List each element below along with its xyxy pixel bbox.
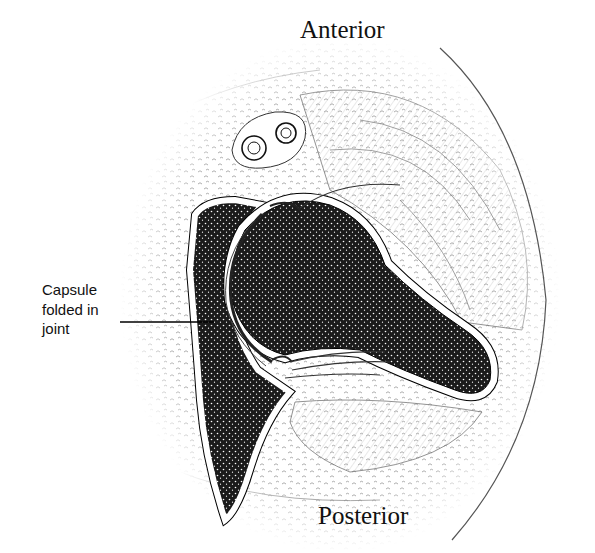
orientation-label: Posterior [318, 500, 408, 533]
leader-line [120, 321, 214, 323]
soft-tissue [120, 37, 560, 553]
structure-label: Capsule folded in joint [42, 280, 116, 339]
vessel-bundle [232, 112, 306, 168]
joint-capsule [226, 184, 400, 378]
skin-outline [440, 48, 546, 540]
femoral-head [231, 201, 490, 393]
orientation-label: Anterior [300, 14, 385, 47]
